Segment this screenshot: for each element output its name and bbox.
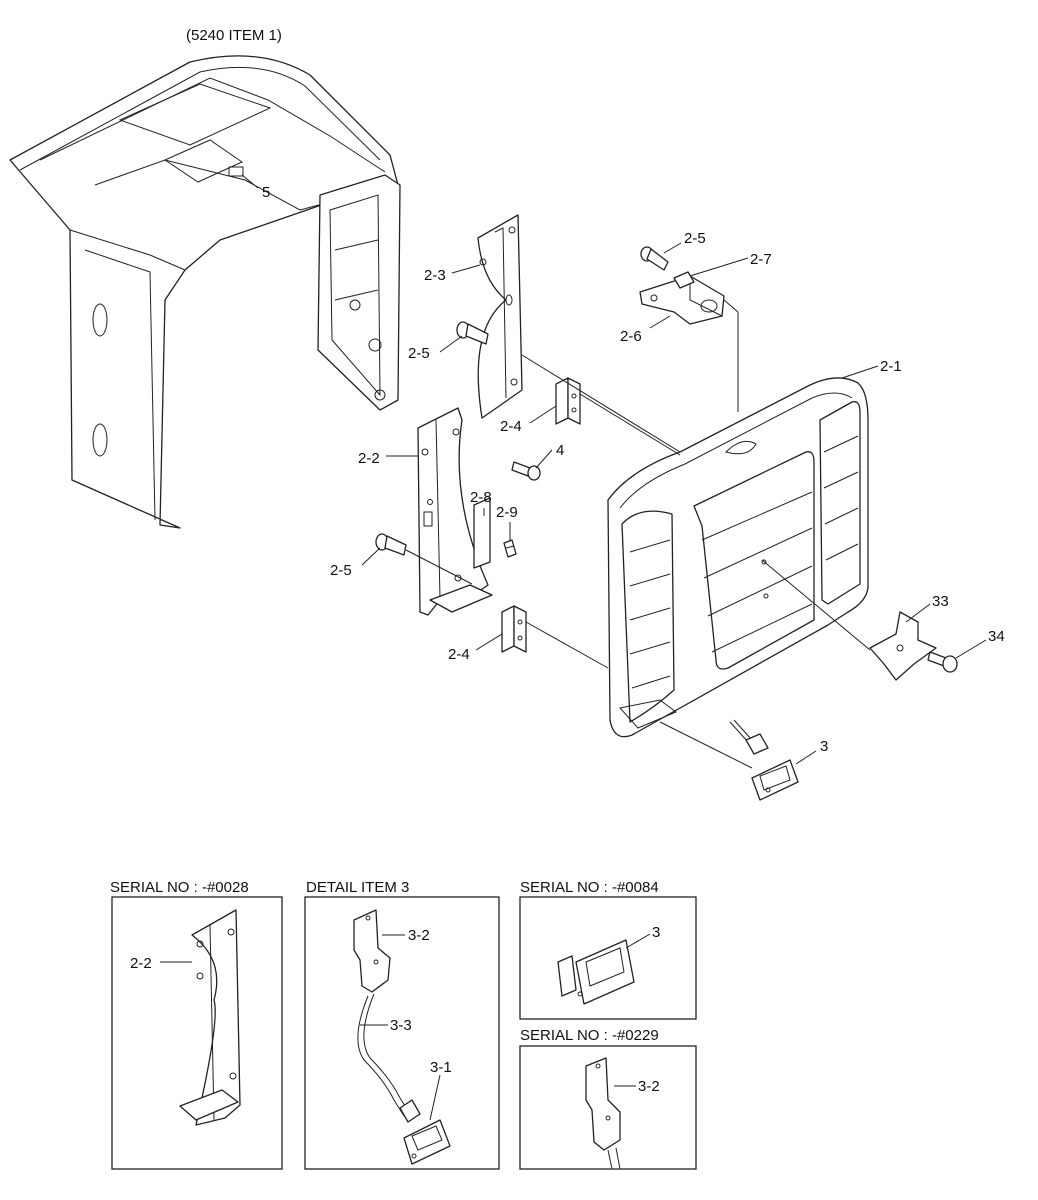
bracket-2-4-lower — [501, 605, 527, 653]
callout-2-5-lower: 2-5 — [330, 562, 352, 579]
inset-serial-0084-label: 3 — [652, 924, 660, 941]
inset-serial-0028-header: SERIAL NO : -#0028 — [110, 879, 249, 896]
inset-detail-item-3-label-3-1: 3-1 — [430, 1059, 452, 1076]
callout-2-5-middle: 2-5 — [408, 345, 430, 362]
inset-serial-0084: SERIAL NO : -#0084 3 — [519, 879, 697, 1020]
inset-serial-0229-label: 3-2 — [638, 1078, 660, 1095]
screw-2-9 — [503, 539, 517, 558]
inset-detail-item-3: DETAIL ITEM 3 3-2 3-3 3-1 — [304, 879, 500, 1170]
callout-2-4-lower: 2-4 — [448, 646, 470, 663]
callout-2-4-top: 2-4 — [500, 418, 522, 435]
grille-2-1 — [607, 377, 869, 738]
callout-2-3: 2-3 — [424, 267, 446, 284]
reference-label: (5240 ITEM 1) — [186, 27, 282, 44]
inset-serial-0229-header: SERIAL NO : -#0229 — [520, 1027, 659, 1044]
plate-2-8 — [473, 497, 491, 569]
callout-33: 33 — [932, 593, 949, 610]
spacer-2-7 — [673, 271, 695, 289]
leader-lines — [241, 174, 987, 769]
callout-2-2: 2-2 — [358, 450, 380, 467]
inset-serial-0084-header: SERIAL NO : -#0084 — [520, 879, 659, 896]
latch-3 — [729, 719, 799, 801]
callout-2-5-top: 2-5 — [684, 230, 706, 247]
callouts: (5240 ITEM 1) 5 2-3 2-5 2-7 2-6 2-5 2-1 … — [186, 27, 1005, 755]
inset-detail-item-3-label-3-3: 3-3 — [390, 1017, 412, 1034]
inset-detail-item-3-header: DETAIL ITEM 3 — [306, 879, 409, 896]
callout-2-6: 2-6 — [620, 328, 642, 345]
bolt-2-5-lower — [375, 533, 407, 556]
plate-33 — [869, 611, 937, 681]
bracket-2-3 — [477, 214, 523, 419]
callout-34: 34 — [988, 628, 1005, 645]
inset-detail-item-3-label-3-2: 3-2 — [408, 927, 430, 944]
cab-roof-assembly — [9, 55, 401, 529]
inset-serial-0028: SERIAL NO : -#0028 2-2 — [110, 879, 283, 1170]
bracket-2-4-upper — [555, 377, 581, 425]
callout-3: 3 — [820, 738, 828, 755]
inset-serial-0229: SERIAL NO : -#0229 3-2 — [519, 1027, 697, 1170]
inset-serial-0028-label: 2-2 — [130, 955, 152, 972]
callout-2-1: 2-1 — [880, 358, 902, 375]
bracket-2-2 — [417, 407, 493, 616]
bolt-34 — [927, 651, 958, 673]
bolt-2-5-upper — [640, 246, 669, 271]
callout-4: 4 — [556, 442, 564, 459]
bolt-2-5-middle — [456, 321, 489, 345]
callout-2-7: 2-7 — [750, 251, 772, 268]
callout-2-8: 2-8 — [470, 489, 492, 506]
callout-5: 5 — [262, 184, 270, 201]
callout-2-9: 2-9 — [496, 504, 518, 521]
bolt-4 — [511, 461, 541, 481]
